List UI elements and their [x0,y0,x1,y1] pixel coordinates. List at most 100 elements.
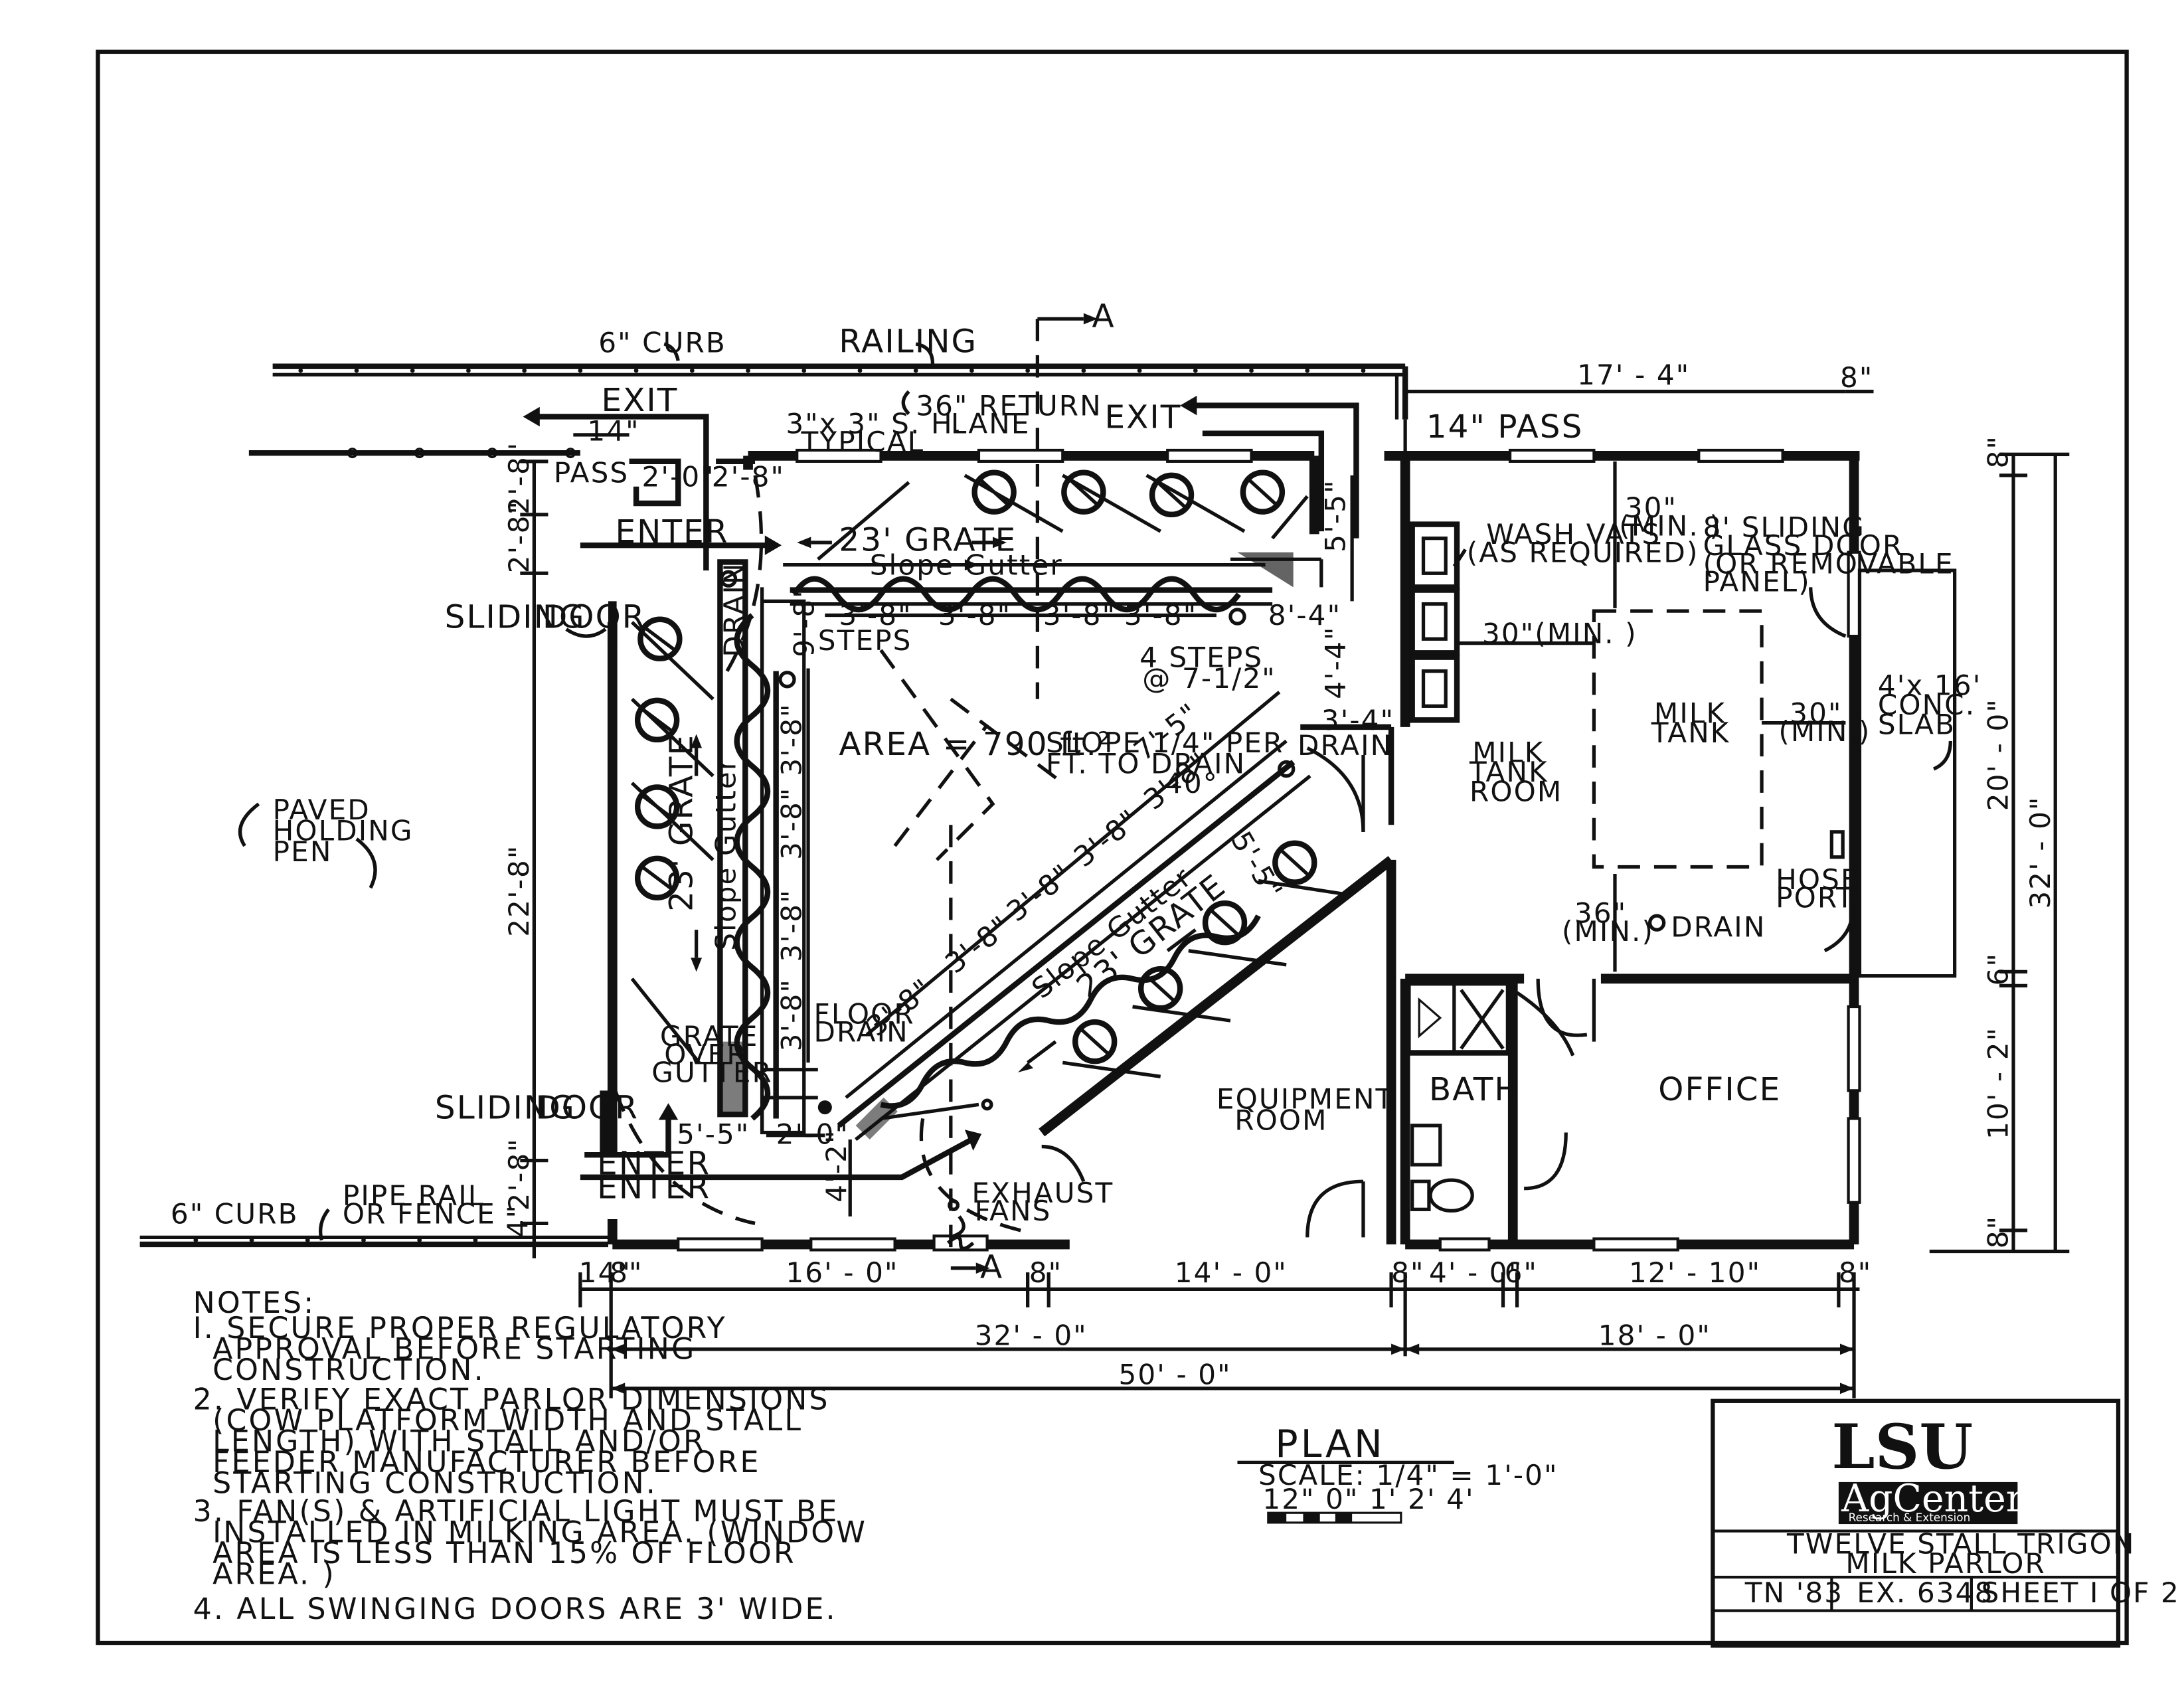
dim-b-8c: 8" [1391,1256,1424,1289]
left-dimensions [520,460,548,1259]
conc-slab-label: 4'x 16'CONC.SLAB [1878,669,1982,740]
pass-14-label: 14" PASS [1426,408,1584,446]
floor-drain-icon [817,1100,832,1115]
dim-4-4: 4'-4" [1319,626,1352,699]
note-3-line-2: INSTALLED IN MILKING AREA. (WINDOW [212,1515,867,1549]
note-2: 2. VERIFY EXACT PARLOR DIMENSIONS (COW P… [193,1383,841,1500]
dim-3-8-v2: 3'-8" [776,787,808,860]
note-2-line-3: LENGTH) WITH STALL AND/OR [212,1425,706,1459]
railing-label: RAILING [839,323,977,361]
flow-arrows [523,395,1359,1181]
dim-b-14: 14" [579,1256,631,1289]
exhaust-fan-icon [932,1234,989,1252]
sliding-top-label: SLIDING [445,598,586,635]
title-line-1: TWELVE STALL TRIGON [1786,1527,2136,1560]
drawing-code: TN '83 [1744,1576,1843,1609]
grate-top-label: 23' GRATE [839,522,1017,559]
dim-20-0: 20' - 0" [1982,698,2015,811]
drain-vertical-label: DRAIN [718,562,750,657]
dim-b-50-0: 50' - 0" [1119,1359,1232,1391]
section-a-top: A [1092,298,1116,335]
dim-3-8-v4: 3'-8" [776,978,808,1051]
dim-b-18-0: 18' - 0" [1598,1319,1711,1352]
pass-gate [629,458,756,507]
dim-b-14-0: 14' - 0" [1175,1256,1288,1289]
dim-b-12-10: 12' - 10" [1629,1256,1761,1289]
min-30-a-label: 30"(MIN. ) [1619,491,1722,542]
dim-b-16-0: 16' - 0" [786,1256,898,1289]
dim-b-32-0: 32' - 0" [975,1319,1088,1352]
conc-slab-outline [1857,568,1957,978]
bottom-dimensions [578,1272,1860,1398]
dim-5-5-diag: 5'-5" [1224,826,1290,906]
sliding-door-top-icon [565,601,617,646]
drawing-ex: EX. 6348 [1857,1576,1993,1609]
note-3: 3. FAN(S) & ARTIFICIAL LIGHT MUST BE INS… [193,1495,879,1592]
dim-17-4: 17' - 4" [1577,359,1690,391]
dim-2-0-top: 2'-0" [642,461,715,493]
note-3-line-3: AREA IS LESS THAN 15% OF FLOOR [212,1537,796,1570]
dim-2-8-bottom: 2'-8" [503,1137,535,1211]
min-30-b-label: 30"(MIN. ) [1482,618,1638,650]
min-30-c-label: 30"(MIN.) [1778,697,1871,748]
dim-b-8d: 8" [1839,1256,1872,1289]
dim-8-right-bottom: 8" [1982,1215,2015,1248]
dim-b-4-0: 4' - 0" [1429,1256,1523,1289]
hose-port-icon [1829,830,1845,859]
title-block [1711,1398,2121,1648]
scale-bar-labels: 12" 0" 1' 2' 4' [1262,1483,1474,1515]
enter-top-label: ENTER [616,513,729,550]
drain-right-label: DRAIN [1298,729,1392,762]
diagonal-stall-row [837,739,1350,1141]
min-36-label: 36"(MIN.) [1562,897,1654,948]
dim-8-right-top: 8" [1982,435,2015,468]
exit-left-label: EXIT [601,382,678,419]
wash-vats [1409,521,1460,723]
door-bottom-label: DOOR [535,1089,639,1126]
dim-8-4: 8'-4" [1268,599,1341,631]
note-2-line-4: FEEDER MANUFACTURER BEFORE [212,1446,761,1479]
note-4: 4. ALL SWINGING DOORS ARE 3' WIDE. [193,1592,837,1626]
windows [677,448,1861,1252]
dim-5-5-bottom: 5'-5" [677,1118,750,1150]
top-stall-row [783,469,1323,613]
pass-left-label: PASS [554,456,629,489]
note-1-line-1: I. SECURE PROPER REGULATORY [193,1311,727,1345]
dim-8-top: 8" [1840,361,1873,394]
plan-scale: SCALE: 1/4" = 1'-0" [1258,1459,1558,1491]
note-1-line-3: CONSTRUCTION. [212,1353,485,1387]
dim-9-8: 9'-8" [788,584,820,657]
notes-heading: NOTES: [193,1286,316,1320]
curb-bottom-label: 6" CURB [171,1197,299,1230]
dim-4-bottom: 4" [501,1204,534,1237]
top-railing [272,363,1408,420]
logo-agcenter: AgCenter [1841,1477,2025,1521]
left-stall-row [630,559,818,1135]
logo-tagline: Research & Extension [1849,1511,1971,1524]
office-label: OFFICE [1658,1071,1781,1108]
slope-gutter-left-label: Slope Gutter [710,758,742,951]
grate-left-label: 23' GRATE [663,734,700,912]
pipe-rail-top-left [248,448,580,459]
dim-b-6: 6" [1505,1256,1538,1289]
slope-gutter-top-label: Slope Gutter [870,548,1063,581]
wash-vats-label: WASH VATS(AS REQUIRED) [1467,518,1699,568]
note-3-line-4: AREA. ) [212,1558,336,1592]
bath-fixtures [1405,980,1512,1213]
logo-lsu: LSU [1831,1410,1973,1483]
dim-3-8-v1: 3'-8" [776,703,808,776]
dim-3-8-v3: 3'-8" [776,888,808,962]
exit-right-label: EXIT [1104,398,1181,436]
angle-40-label: 40° [1165,767,1218,799]
